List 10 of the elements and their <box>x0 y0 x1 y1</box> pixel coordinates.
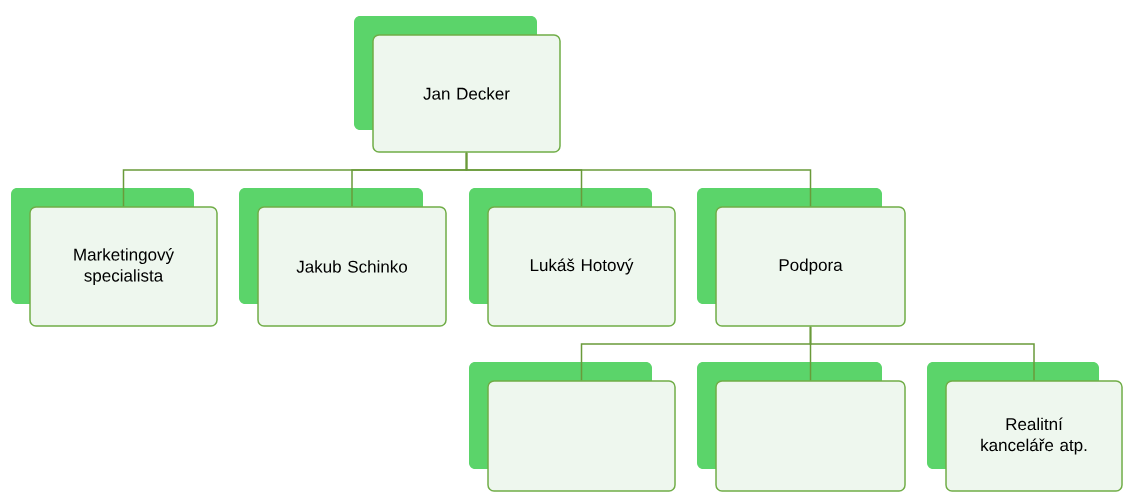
org-box: Realitní kanceláře atp. <box>927 362 1123 492</box>
org-box: Jan Decker <box>354 16 561 153</box>
connector-line <box>809 326 1035 381</box>
org-box: Podpora <box>697 188 906 327</box>
org-box <box>469 362 676 492</box>
org-box: Lukáš Hotový <box>469 188 676 327</box>
org-box <box>697 362 906 492</box>
org-box: Marketingový specialista <box>11 188 218 327</box>
org-box: Jakub Schinko <box>239 188 447 327</box>
connector-line <box>465 152 812 207</box>
